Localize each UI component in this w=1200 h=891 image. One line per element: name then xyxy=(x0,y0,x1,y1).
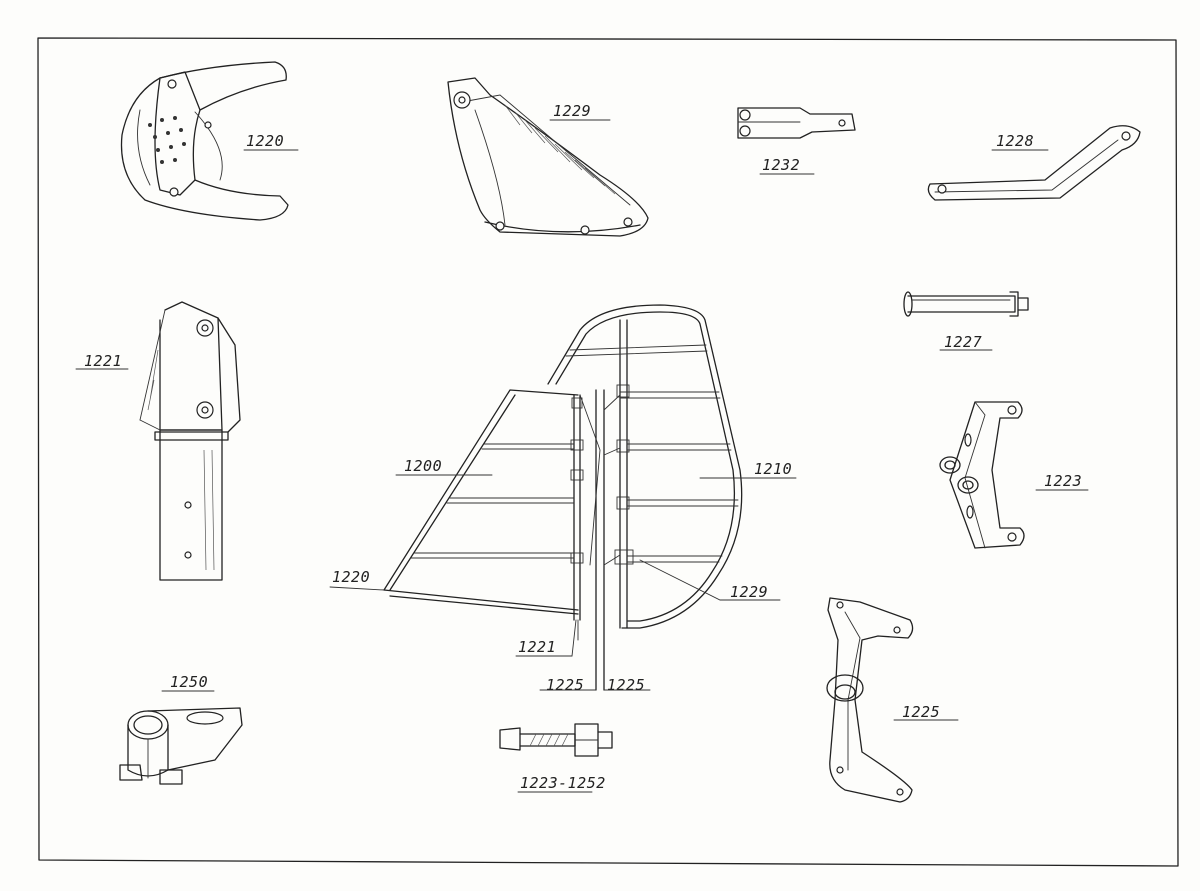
label-1225-a: 1225 xyxy=(546,676,584,694)
part-1221-drawing xyxy=(139,301,241,581)
label-1229-top: 1229 xyxy=(549,102,611,121)
part-1229-drawing xyxy=(447,77,649,237)
label-1223-1252: 1223-1252 xyxy=(517,774,606,793)
label-1225-b-text: 1225 xyxy=(607,676,645,694)
label-1221-mid-text: 1221 xyxy=(518,638,556,656)
label-1220-mid-text: 1220 xyxy=(332,568,370,586)
label-1225-a-text: 1225 xyxy=(546,676,584,694)
label-1221-left-text: 1221 xyxy=(84,352,122,370)
label-1225-b: 1225 xyxy=(607,676,645,694)
label-1223-text: 1223 xyxy=(1044,472,1082,490)
label-1220-top-text: 1220 xyxy=(246,132,284,150)
label-1229-mid: 1229 xyxy=(730,583,768,601)
label-1200: 1200 xyxy=(404,457,442,475)
label-1221-mid: 1221 xyxy=(518,638,556,656)
label-1227-text: 1227 xyxy=(944,333,982,351)
part-1220-drawing xyxy=(120,61,289,221)
label-1228: 1228 xyxy=(991,132,1049,151)
label-1227: 1227 xyxy=(939,333,993,351)
part-1225-drawing xyxy=(826,597,914,803)
part-1250-drawing xyxy=(119,707,243,785)
label-1228-text: 1228 xyxy=(996,132,1034,150)
label-1229-mid-text: 1229 xyxy=(730,583,768,601)
label-1223: 1223 xyxy=(1035,472,1089,491)
label-1200-text: 1200 xyxy=(404,457,442,475)
part-1223-drawing xyxy=(939,401,1025,549)
label-1220-mid: 1220 xyxy=(332,568,370,586)
label-1232-text: 1232 xyxy=(762,156,800,174)
part-1223-1252-drawing xyxy=(499,723,613,757)
label-1220-top: 1220 xyxy=(243,132,299,151)
label-1223-1252-text: 1223-1252 xyxy=(520,774,606,792)
label-1221-left: 1221 xyxy=(75,352,129,370)
label-1225-right: 1225 xyxy=(893,703,959,721)
sheet-border xyxy=(37,37,1179,867)
label-1210: 1210 xyxy=(754,460,792,478)
part-1227-drawing xyxy=(903,291,1029,317)
label-1250: 1250 xyxy=(161,673,215,692)
label-1229-top-text: 1229 xyxy=(553,102,591,120)
label-1250-text: 1250 xyxy=(170,673,208,691)
rudder-assembly-drawing xyxy=(329,304,797,691)
label-1210-text: 1210 xyxy=(754,460,792,478)
part-1228-drawing xyxy=(927,125,1141,201)
label-1225-right-text: 1225 xyxy=(902,703,940,721)
part-1232-drawing xyxy=(737,107,856,139)
label-1232: 1232 xyxy=(759,156,815,175)
